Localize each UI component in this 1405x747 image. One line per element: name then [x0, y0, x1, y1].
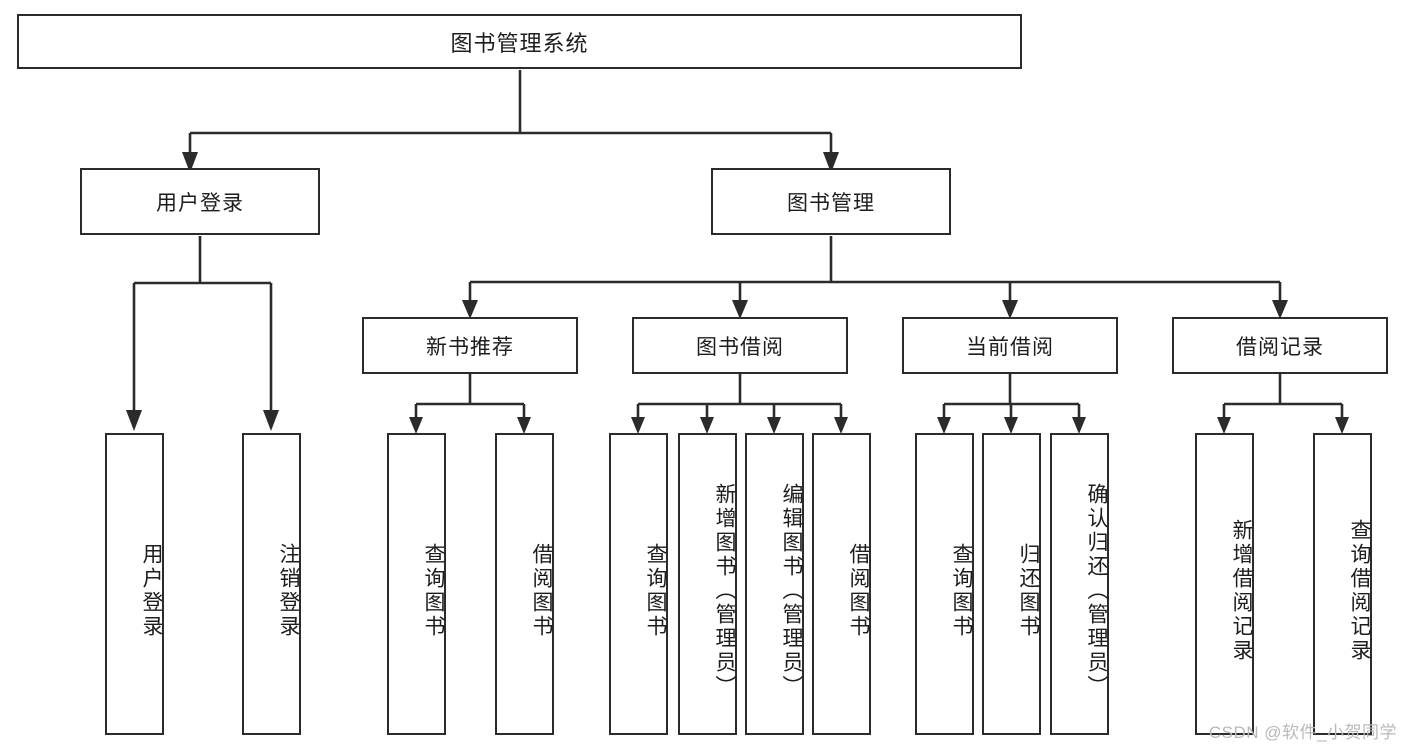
node-borrow-record[interactable]: 借阅记录: [1172, 317, 1388, 374]
leaf-query-book-recommend[interactable]: 查询图书: [387, 433, 446, 735]
node-root-system[interactable]: 图书管理系统: [17, 14, 1022, 69]
node-current-borrow[interactable]: 当前借阅: [902, 317, 1118, 374]
leaf-query-book-current[interactable]: 查询图书: [915, 433, 974, 735]
leaf-edit-book-admin[interactable]: 编辑图书（管理员）: [745, 433, 804, 735]
leaf-user-login[interactable]: 用户登录: [105, 433, 164, 735]
leaf-borrow-book-recommend[interactable]: 借阅图书: [495, 433, 554, 735]
node-book-management[interactable]: 图书管理: [711, 168, 951, 235]
leaf-return-book[interactable]: 归还图书: [982, 433, 1041, 735]
leaf-logout[interactable]: 注销登录: [242, 433, 301, 735]
leaf-add-book-admin[interactable]: 新增图书（管理员）: [678, 433, 737, 735]
leaf-add-borrow-record[interactable]: 新增借阅记录: [1195, 433, 1254, 735]
leaf-confirm-return-admin[interactable]: 确认归还（管理员）: [1050, 433, 1109, 735]
leaf-borrow-book[interactable]: 借阅图书: [812, 433, 871, 735]
node-user-login[interactable]: 用户登录: [80, 168, 320, 235]
leaf-query-borrow-record[interactable]: 查询借阅记录: [1313, 433, 1372, 735]
node-new-book-recommend[interactable]: 新书推荐: [362, 317, 578, 374]
leaf-query-book-borrow[interactable]: 查询图书: [609, 433, 668, 735]
node-book-borrow[interactable]: 图书借阅: [632, 317, 848, 374]
